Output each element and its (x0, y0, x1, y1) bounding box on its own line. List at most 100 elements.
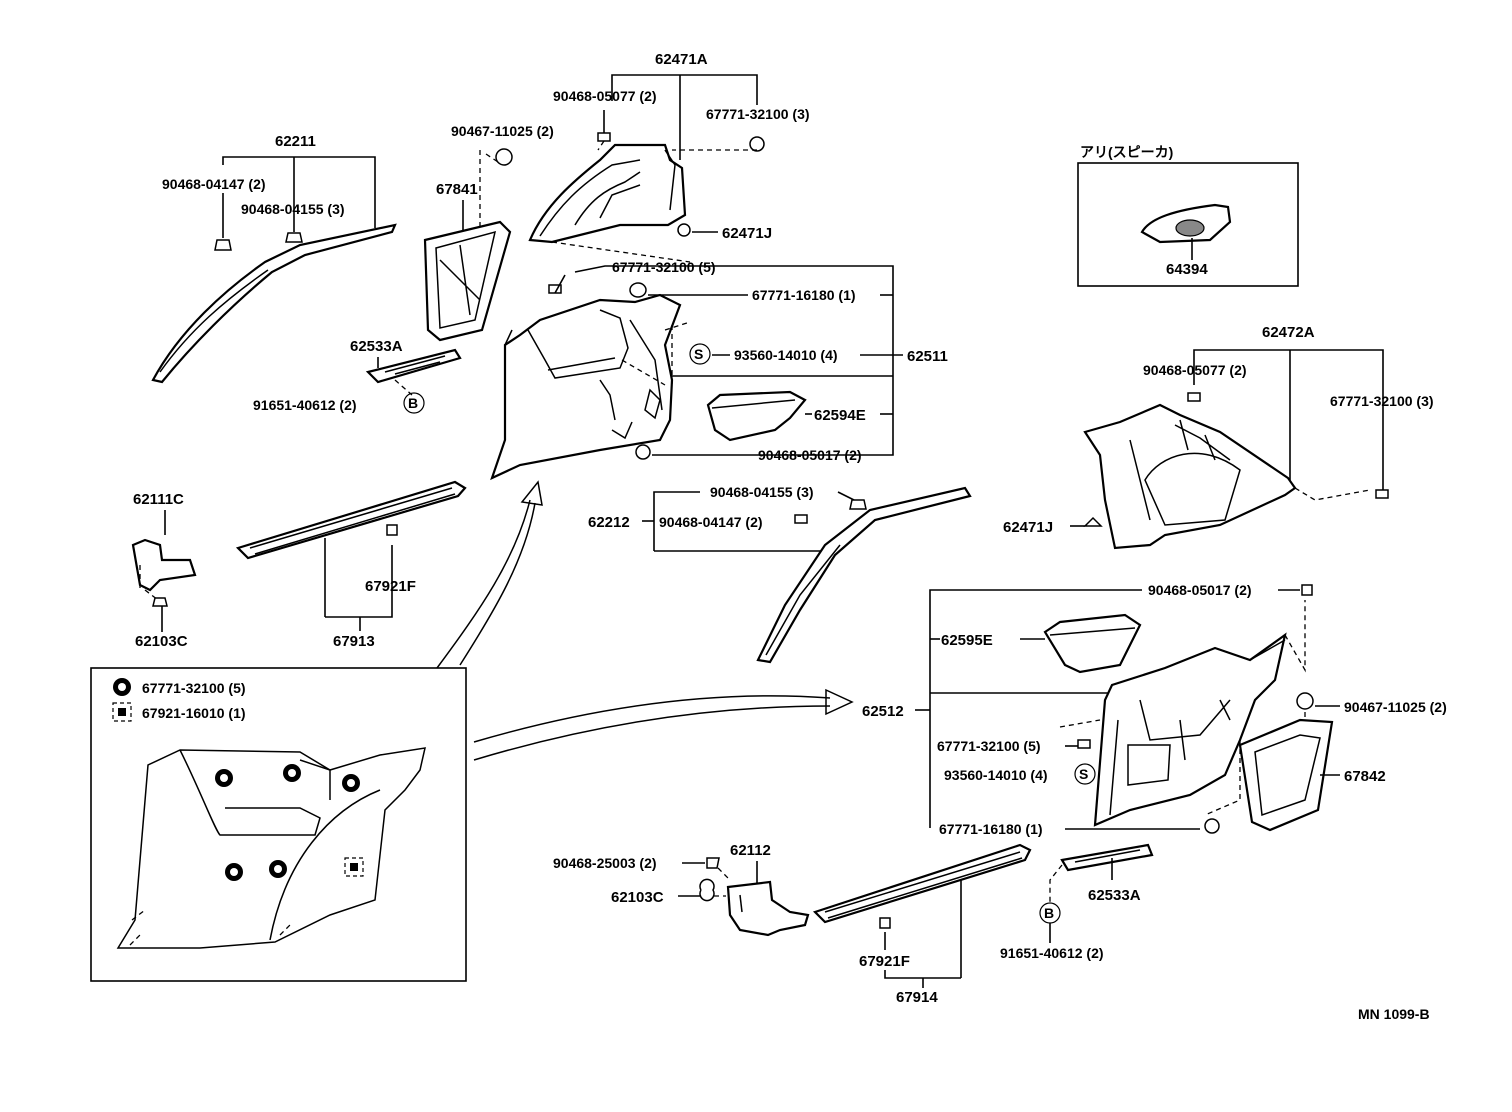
clip-icon (749, 136, 765, 152)
front-pillar-garnish (151, 223, 397, 384)
rear-quarter-trim-rh (1093, 632, 1287, 827)
label-93560-14010-a: 93560-14010 (4) (734, 347, 838, 363)
label-67771-32100-3b: 67771-32100 (3) (1330, 393, 1434, 409)
label-67771-16180-a: 67771-16180 (1) (752, 287, 856, 303)
clip-icon (699, 878, 715, 902)
group-62512: 90468-05017 (2) 62595E 62512 67771-32100… (862, 582, 1447, 837)
group-67913: 67921F 67913 (235, 480, 467, 650)
label-90468-25003: 90468-25003 (2) (553, 855, 657, 871)
group-67914: 67921F 67914 (812, 843, 1032, 1006)
legend-frame (90, 667, 467, 982)
clip-icon (794, 514, 808, 524)
speaker-cover-piece (423, 220, 512, 342)
clip-icon (677, 223, 691, 237)
label-90467-11025-a: 90467-11025 (2) (451, 123, 554, 139)
rear-quarter-trim-lh (490, 293, 682, 481)
s-mark-letter: S (694, 346, 703, 362)
label-62471J-b: 62471J (1003, 519, 1053, 536)
pocket-piece (706, 390, 807, 442)
label-62103C-a: 62103C (135, 633, 188, 650)
s-mark-letter: S (1079, 766, 1088, 782)
clip-icon (706, 857, 720, 869)
group-62211: 62211 90468-04147 (2) 90468-04155 (3) (151, 133, 397, 384)
label-90468-04155-b: 90468-04155 (3) (710, 484, 814, 500)
clip-icon (1083, 516, 1103, 527)
clip-icon (1301, 584, 1313, 596)
label-62594E: 62594E (814, 407, 866, 424)
label-90467-11025-b: 90467-11025 (2) (1344, 699, 1447, 715)
clip-icon (1204, 818, 1220, 834)
b-mark-icon (403, 392, 425, 414)
group-62471A: 62471A 90468-05077 (2) 67771-32100 (3) 9… (451, 51, 810, 263)
speaker-inset-box (1077, 162, 1299, 287)
label-62211: 62211 (275, 133, 316, 150)
label-90468-05017-a: 90468-05017 (2) (758, 447, 862, 463)
label-90468-04147-a: 90468-04147 (2) (162, 176, 266, 192)
clip-icon (879, 917, 891, 929)
label-93560-14010-b: 93560-14010 (4) (944, 767, 1048, 783)
label-62471J-a: 62471J (722, 225, 772, 242)
label-67771-32100-5b: 67771-32100 (5) (937, 738, 1041, 754)
legend-label-2: 67921-16010 (1) (142, 705, 246, 721)
legend-label-1: 67771-32100 (5) (142, 680, 246, 696)
speaker-icon (1175, 219, 1205, 237)
clip-icon (214, 239, 232, 251)
s-mark-icon (1074, 763, 1096, 785)
clip-icon (629, 282, 647, 298)
group-62112: 90468-25003 (2) 62112 62103C (553, 842, 810, 937)
b-mark-letter: B (408, 395, 418, 411)
label-67771-32100-3a: 67771-32100 (3) (706, 106, 810, 122)
clip-icon (285, 232, 303, 243)
group-62533A-left: 62533A 91651-40612 (2) B (253, 338, 462, 414)
legend-box: 67771-32100 (5) 67921-16010 (1) (90, 667, 467, 982)
label-speaker-box: アリ(スピーカ) (1080, 144, 1173, 160)
diagram-reference-code: MN 1099-B (1358, 1006, 1430, 1022)
label-90468-04155-a: 90468-04155 (3) (241, 201, 345, 217)
label-67771-32100-5a: 67771-32100 (5) (612, 259, 716, 275)
group-62511: 67771-32100 (5) 67771-16180 (1) S 93560-… (490, 259, 948, 481)
label-67841: 67841 (436, 181, 478, 198)
label-91651-40612-a: 91651-40612 (2) (253, 397, 357, 413)
label-62595E: 62595E (941, 632, 993, 649)
group-62111C: 62111C 62103C (131, 491, 197, 650)
group-62533A-right: 62533A B 91651-40612 (2) (1000, 843, 1154, 961)
label-62112: 62112 (730, 842, 771, 859)
label-67921F-a: 67921F (365, 578, 416, 595)
clip-icon (1187, 392, 1201, 402)
label-62512: 62512 (862, 703, 904, 720)
b-mark-letter: B (1044, 905, 1054, 921)
pocket-piece-rh (1043, 613, 1142, 674)
label-62533A-a: 62533A (350, 338, 403, 355)
label-62111C: 62111C (133, 491, 184, 508)
label-67921F-b: 67921F (859, 953, 910, 970)
arrow-to-62511 (436, 480, 543, 669)
scuff-plate-lh (235, 480, 467, 560)
label-62103C-b: 62103C (611, 889, 664, 906)
panel-detail-sketch (116, 747, 426, 949)
scuff-plate-rh (812, 843, 1032, 924)
cowl-side-trim-lh (131, 538, 197, 592)
label-90468-05077-b: 90468-05077 (2) (1143, 362, 1247, 378)
quarter-trim-upper-piece (528, 143, 687, 244)
label-62533A-b: 62533A (1088, 887, 1141, 904)
clip-icon (849, 499, 867, 510)
bracket-piece-rh (1060, 843, 1154, 872)
cowl-side-trim-rh (726, 880, 810, 937)
label-90468-05017-b: 90468-05017 (2) (1148, 582, 1252, 598)
clip-icon (386, 524, 398, 536)
clip-square-icon (112, 702, 132, 722)
s-mark-icon (689, 343, 711, 365)
label-67914: 67914 (896, 989, 938, 1006)
group-62212: 90468-04155 (3) 62212 90468-04147 (2) (588, 484, 972, 664)
clip-icon (635, 444, 651, 460)
clip-icon (1296, 692, 1314, 710)
clip-icon (1077, 739, 1091, 749)
clip-icon (597, 132, 611, 142)
label-62212: 62212 (588, 514, 630, 531)
label-62471A: 62471A (655, 51, 708, 68)
label-90468-05077-a: 90468-05077 (2) (553, 88, 657, 104)
clip-icon (1375, 489, 1389, 499)
clip-icon (152, 597, 168, 607)
group-speaker-box: アリ(スピーカ) 64394 (1077, 144, 1299, 287)
